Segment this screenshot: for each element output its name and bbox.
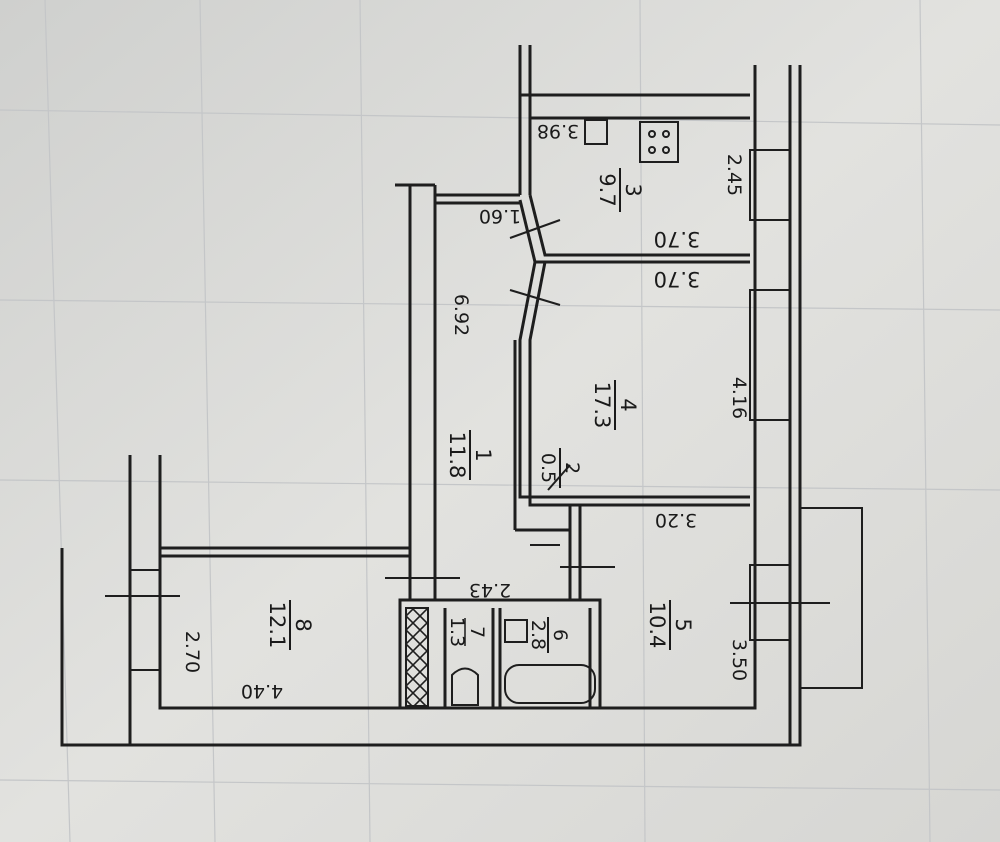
svg-text:2: 2 [561, 462, 583, 474]
bathtub-icon [504, 664, 596, 704]
svg-text:6: 6 [549, 629, 571, 641]
dim-kitchen-side: 2.45 [723, 154, 745, 196]
svg-text:7: 7 [466, 626, 488, 638]
fixtures [105, 119, 830, 706]
svg-text:5: 5 [671, 618, 695, 631]
svg-text:8: 8 [291, 618, 315, 631]
dim-room8-side: 2.70 [181, 631, 203, 673]
svg-text:11.8: 11.8 [445, 432, 469, 479]
dim-room5-width: 3.20 [655, 509, 697, 531]
dim-kitchen-width: 3.70 [654, 227, 701, 251]
svg-text:1.3: 1.3 [446, 617, 468, 647]
svg-text:4: 4 [616, 398, 640, 411]
washbasin-icon [504, 619, 528, 643]
dim-kitchen-door: 1.60 [479, 205, 521, 227]
toilet-icon [451, 667, 479, 706]
room-6-label: 6 2.8 [527, 617, 571, 653]
room-4-label: 4 17.3 [590, 380, 640, 430]
dim-room4-width: 3.70 [654, 267, 701, 291]
room-7-label: 7 1.3 [446, 617, 488, 647]
room-1-label: 1 11.8 [445, 430, 495, 480]
dim-corridor-length: 6.92 [450, 294, 472, 336]
room-8-label: 8 12.1 [265, 600, 315, 650]
walls [60, 45, 863, 747]
dim-kitchen-top: 3.98 [537, 120, 579, 142]
svg-text:2.8: 2.8 [527, 620, 549, 650]
dimension-labels: 3.98 1.60 2.45 3.70 3.70 6.92 4.16 3.20 … [181, 120, 750, 702]
svg-text:17.3: 17.3 [590, 382, 614, 429]
room-3-label: 3 9.7 [595, 168, 645, 212]
room-2-label: 2 0.5 [537, 448, 583, 488]
svg-text:0.5: 0.5 [537, 453, 559, 483]
sink-icon [584, 119, 608, 145]
dim-room4-side: 4.16 [728, 377, 750, 419]
svg-text:1: 1 [471, 448, 495, 461]
room-labels: 1 11.8 2 0.5 3 9.7 4 17.3 5 10.4 6 2.8 [265, 168, 695, 653]
room-5-label: 5 10.4 [645, 600, 695, 650]
dim-room8-width: 4.40 [241, 680, 283, 702]
svg-text:3: 3 [621, 183, 645, 196]
stove-icon [639, 121, 679, 163]
svg-text:10.4: 10.4 [645, 602, 669, 649]
svg-text:12.1: 12.1 [265, 602, 289, 649]
dim-room5-side: 3.50 [728, 639, 750, 681]
svg-text:9.7: 9.7 [595, 173, 619, 206]
dim-bath-width: 2.43 [469, 579, 511, 601]
